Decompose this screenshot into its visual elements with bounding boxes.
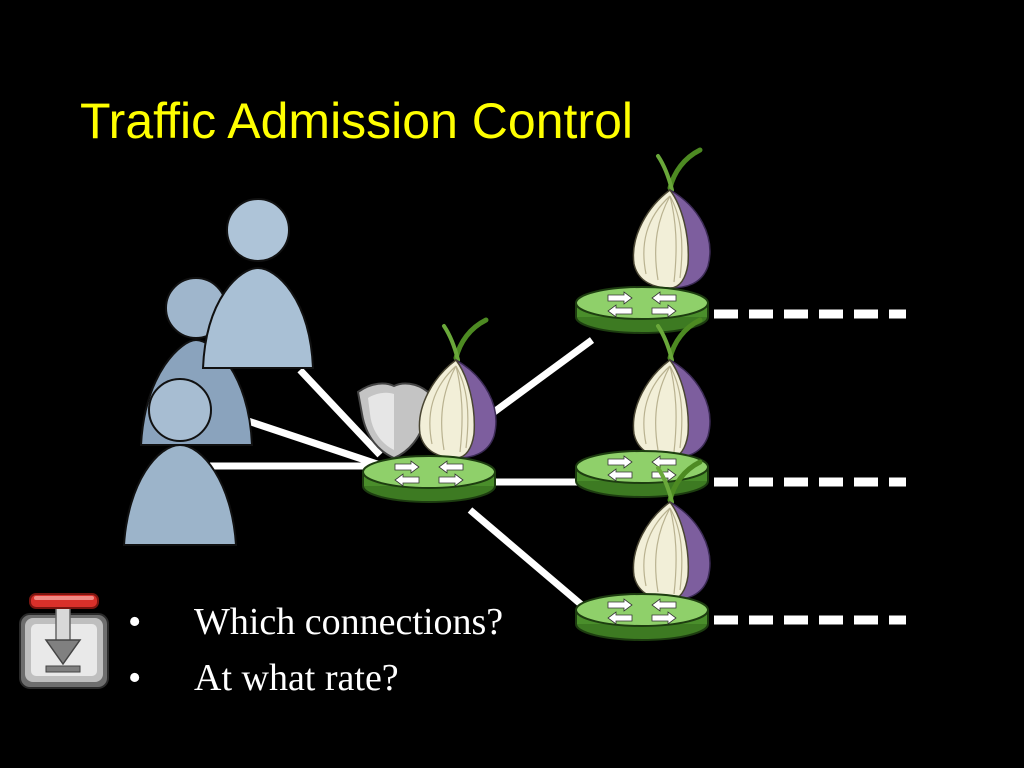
- relay-1-onion-icon: [633, 150, 709, 288]
- router-link-relay-1: [487, 337, 595, 418]
- user-link-1: [297, 367, 383, 458]
- bullet-item-what-rate: • At what rate?: [128, 650, 503, 706]
- entry-onion-icon: [419, 320, 495, 458]
- user-group-icon: [122, 198, 315, 546]
- router-link-relay-3: [467, 507, 593, 615]
- download-throttle-icon: [19, 593, 109, 689]
- relay-3-router-icon: [575, 593, 709, 641]
- entry-router-icon: [362, 455, 496, 503]
- link-lines: [210, 337, 595, 615]
- bullet-mark: •: [128, 657, 142, 699]
- user-icon: [122, 378, 238, 546]
- shield-icon: [356, 382, 430, 460]
- relay-2-router-icon: [575, 450, 709, 498]
- dashed-links: [714, 309, 906, 625]
- user-link-2: [243, 416, 382, 469]
- user-icon: [201, 198, 315, 369]
- slide-title: Traffic Admission Control: [80, 93, 633, 149]
- bullet-mark: •: [128, 601, 142, 643]
- bullet-list: • Which connections? • At what rate?: [128, 594, 503, 706]
- relay-2-onion-icon: [633, 320, 709, 458]
- bullet-text: At what rate?: [194, 657, 399, 699]
- bullet-item-which-connections: • Which connections?: [128, 594, 503, 650]
- bullet-text: Which connections?: [194, 601, 504, 643]
